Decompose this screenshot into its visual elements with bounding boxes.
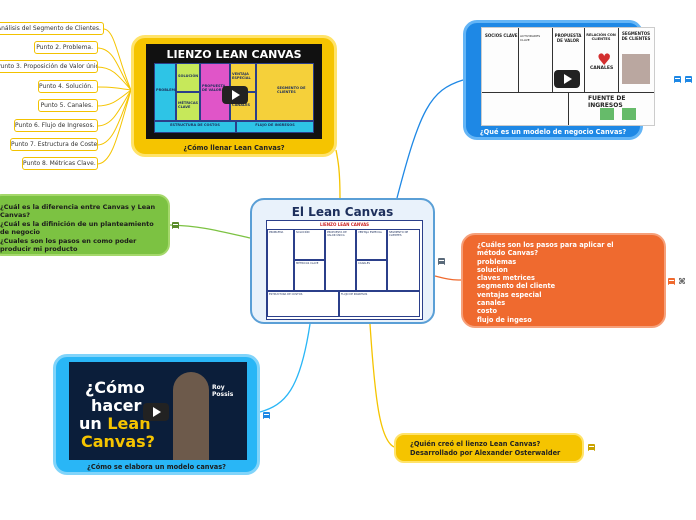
point-item-8[interactable]: Punto 8. Métricas Clave. (22, 157, 98, 170)
canvas-cell-problema: PROBLEMA (267, 229, 294, 291)
play-icon[interactable] (143, 403, 169, 421)
sketch-segmentos: SEGMENTOS DE CLIENTES (621, 31, 651, 41)
sketch-propuesta: PROPUESTA DE VALOR (554, 33, 582, 43)
point-item-2[interactable]: Punto 2. Problema. (34, 41, 98, 54)
link-icon[interactable]: ⌘ (678, 277, 686, 286)
notes-icon[interactable] (438, 258, 445, 265)
canvas-cell-metricas: MÉTRICAS CLAVE (294, 260, 325, 291)
canvas-cell-canales: CANALES (356, 260, 387, 291)
yt-cell-problema: PROBLEMA (154, 63, 178, 121)
play-icon[interactable] (554, 70, 580, 88)
node-pasos-canvas[interactable]: ¿Cuáles son los pasos para aplicar el mé… (461, 233, 666, 328)
play-icon[interactable] (222, 86, 248, 104)
connector-cyan (259, 323, 311, 413)
node-que-es-modelo[interactable]: SOCIOS CLAVE ACTIVIDADES CLAVE PROPUESTA… (463, 20, 655, 140)
link-icon[interactable] (685, 76, 692, 83)
point-item-4[interactable]: Punto 4. Solución. (38, 80, 98, 93)
yt-cell-segmento: SEGMENTO DE CLIENTES (256, 63, 314, 121)
point-item-1[interactable]: Análisis del Segmento de Clientes. (0, 22, 104, 35)
sketch-relacion: RELACIÓN CON CLIENTES (586, 33, 616, 41)
notes-icon[interactable] (172, 222, 179, 229)
yt-cell-costos: ESTRUCTURA DE COSTOS (154, 121, 236, 133)
point-item-6[interactable]: Punto 6. Flujo de Ingresos. (14, 119, 98, 132)
point-item-3[interactable]: Punto 3. Proposición de Valor única. (0, 60, 98, 73)
central-title: El Lean Canvas (291, 205, 394, 219)
connector-yellow-bottom (369, 323, 395, 448)
central-topic[interactable]: El Lean Canvas LIENZO LEAN CANVAS PROBLE… (250, 198, 435, 324)
yt-cell-solucion: SOLUCIÓN (176, 63, 200, 92)
connector-green (169, 224, 251, 239)
sketch-actividades: ACTIVIDADES CLAVE (520, 34, 541, 42)
video-text-1: ¿Cómo (85, 378, 145, 397)
video-thumbnail-lienzo[interactable]: LIENZO LEAN CANVAS PROBLEMA SOLUCIÓN MÉT… (146, 44, 322, 139)
video-text-2: hacer (91, 396, 142, 415)
notes-icon[interactable] (674, 76, 681, 83)
node-caption: ¿Cómo llenar Lean Canvas? (183, 144, 285, 152)
canvas-cell-solucion: SOLUCIÓN (294, 229, 325, 260)
video-text-4: Canvas? (81, 432, 155, 451)
presenter-name: Roy Possis (212, 384, 234, 398)
connector-orange (434, 275, 462, 281)
canvas-cell-propuesta: PROPUESTA DE VALOR ÚNICA (325, 229, 356, 291)
heart-icon: ♥ (597, 50, 612, 69)
node-como-elabora[interactable]: ¿Cómo hacer un Lean Canvas? Roy Possis ¿… (53, 354, 260, 475)
yt-cell-flujo: FLUJO DE INGRESOS (236, 121, 314, 133)
connector-blue-top (396, 79, 464, 199)
sketch-fuente: FUENTE DE INGRESOS (588, 95, 626, 109)
notes-icon[interactable] (263, 412, 270, 419)
node-preguntas[interactable]: ¿Cuál es la diferencia entre Canvas y Le… (0, 194, 170, 256)
node-text: ¿Cuál es la diferencia entre Canvas y Le… (0, 203, 156, 254)
canvas-caption: LIENZO LEAN CANVAS (319, 222, 370, 227)
notes-icon[interactable] (588, 444, 595, 451)
point-item-7[interactable]: Punto 7. Estructura de Coste. (10, 138, 98, 151)
notes-icon[interactable] (668, 278, 675, 285)
yt-cell-metricas: MÉTRICAS CLAVE (176, 92, 200, 121)
lean-canvas-image: LIENZO LEAN CANVAS PROBLEMA SOLUCIÓN MÉT… (266, 220, 423, 320)
node-text: ¿Quién creó el lienzo Lean Canvas? Desar… (410, 440, 561, 457)
video-title: LIENZO LEAN CANVAS (166, 48, 302, 61)
sketch-socios: SOCIOS CLAVE (485, 33, 518, 38)
video-text-3a: un (79, 414, 102, 433)
node-text: ¿Cuáles son los pasos para aplicar el mé… (477, 241, 614, 324)
node-quien-creo[interactable]: ¿Quién creó el lienzo Lean Canvas? Desar… (394, 433, 584, 463)
canvas-cell-ventaja: VENTAJA ESPECIAL (356, 229, 387, 260)
video-text-3b: Lean (107, 414, 151, 433)
node-como-llenar[interactable]: LIENZO LEAN CANVAS PROBLEMA SOLUCIÓN MÉT… (131, 35, 337, 157)
canvas-cell-costos: ESTRUCTURA DE COSTOS (267, 291, 339, 317)
video-thumbnail-sketch[interactable]: SOCIOS CLAVE ACTIVIDADES CLAVE PROPUESTA… (481, 27, 655, 126)
video-thumbnail-roy[interactable]: ¿Cómo hacer un Lean Canvas? Roy Possis (69, 362, 247, 460)
node-caption: ¿Qué es un modelo de negocio Canvas? (479, 128, 627, 136)
canvas-cell-segmento: SEGMENTO DE CLIENTES (387, 229, 420, 291)
canvas-cell-flujo: FLUJO DE INGRESOS (339, 291, 420, 317)
sketch-canales: CANALES (590, 66, 614, 71)
connector-yellow-top (335, 149, 341, 199)
presenter-photo (173, 372, 209, 460)
node-caption: ¿Cómo se elabora un modelo canvas? (87, 463, 226, 471)
point-item-5[interactable]: Punto 5. Canales. (38, 99, 98, 112)
